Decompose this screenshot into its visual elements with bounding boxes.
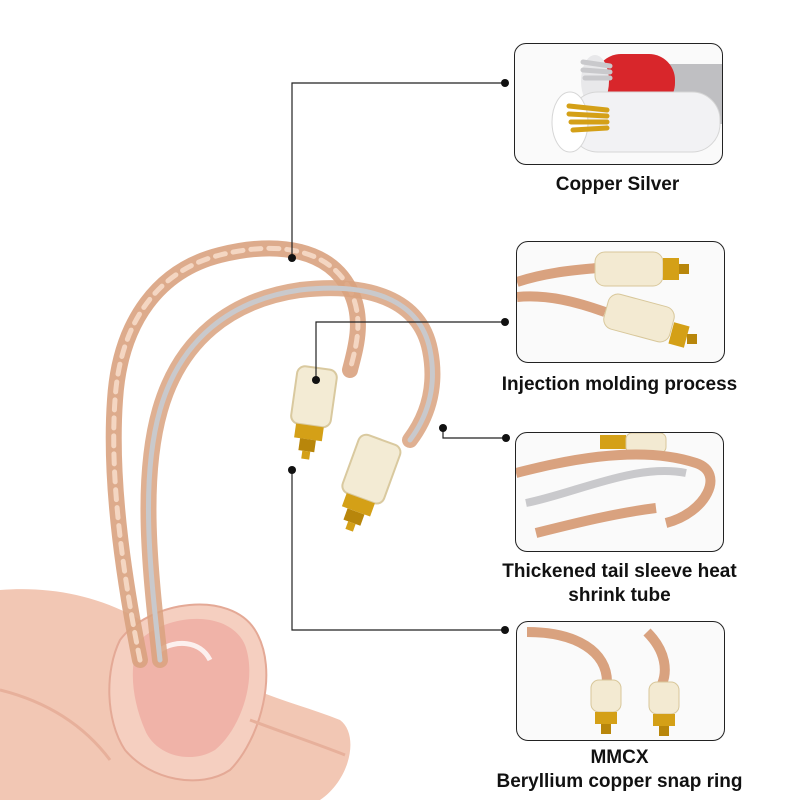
mmcx-pins-closeup-icon	[526, 627, 680, 736]
finger-icon	[0, 589, 351, 800]
panel-mmcx	[516, 621, 725, 741]
leader-lines	[291, 82, 506, 631]
caption-mmcx: MMCX Beryllium copper snap ring	[496, 747, 743, 792]
leader-dot	[501, 626, 509, 634]
leader-dot	[502, 434, 510, 442]
ear-hook-tail-sleeve-icon	[516, 433, 716, 538]
caption-heat-shrink: Thickened tail sleeve heat shrink tube	[502, 561, 737, 606]
caption-copper-silver: Copper Silver	[555, 174, 680, 195]
caption-injection-molding: Injection molding process	[501, 374, 738, 395]
leader-dot	[501, 79, 509, 87]
panel-copper-silver	[514, 43, 723, 165]
cable-cross-section-icon	[551, 54, 722, 153]
leader-dot	[312, 376, 320, 384]
leader-dot	[439, 424, 447, 432]
mmcx-connector-pair-icon	[517, 251, 697, 348]
leader-dot	[288, 466, 296, 474]
connector-icon	[290, 365, 402, 532]
panel-injection-molding	[516, 241, 725, 363]
cable-icon	[105, 240, 441, 668]
panel-heat-shrink	[515, 432, 724, 552]
leader-dot	[501, 318, 509, 326]
leader-dot	[288, 254, 296, 262]
